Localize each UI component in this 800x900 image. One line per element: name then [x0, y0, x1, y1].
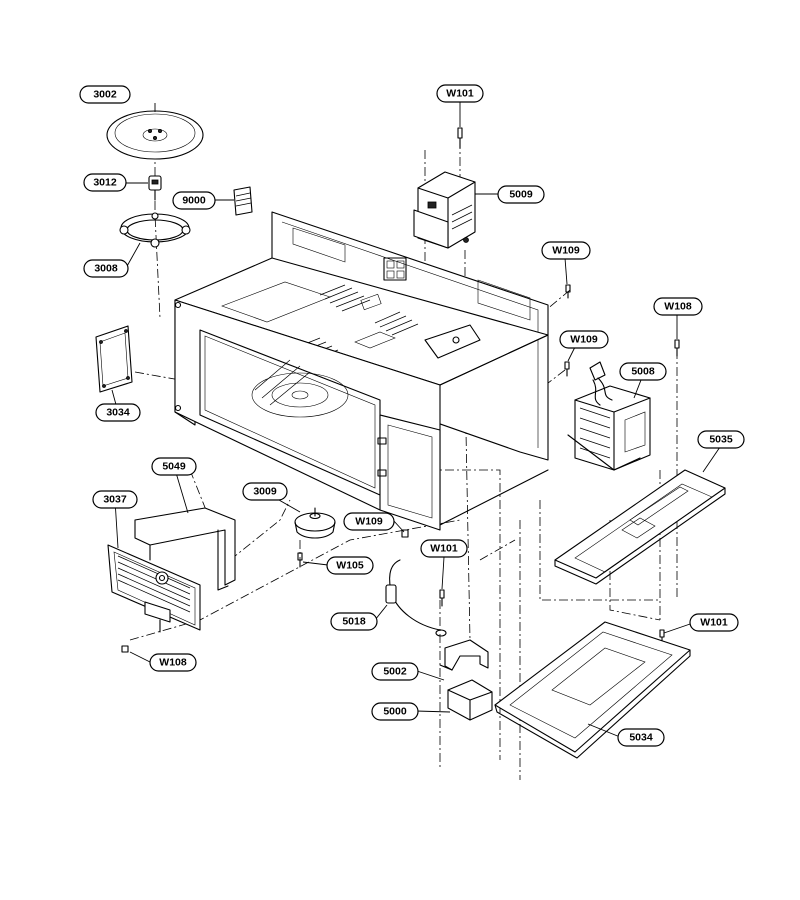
transformer-upper — [413, 171, 476, 249]
fan-bracket — [439, 639, 489, 671]
svg-text:W105: W105 — [336, 560, 364, 572]
callout-3008: 3008 — [83, 259, 129, 278]
svg-text:W109: W109 — [552, 245, 580, 257]
turntable-glass-tray — [106, 110, 204, 160]
callout-W108-right: W108 — [653, 297, 703, 316]
base-plate — [554, 469, 726, 585]
svg-text:5049: 5049 — [162, 461, 186, 473]
callout-5034: 5034 — [617, 728, 665, 747]
roller-ring — [119, 212, 191, 248]
bottom-plate — [494, 621, 691, 759]
callout-W101-top: W101 — [436, 84, 484, 103]
oven-cavity — [174, 211, 549, 531]
callout-5000: 5000 — [371, 702, 419, 721]
fan-motor — [447, 679, 493, 721]
svg-text:W109: W109 — [355, 516, 383, 528]
svg-text:3002: 3002 — [93, 89, 117, 101]
callout-labels: 3002 3012 9000 3008 3034 5049 3037 3009 … — [79, 84, 745, 747]
screws — [121, 127, 680, 653]
svg-text:5018: 5018 — [342, 616, 366, 628]
filter-part — [233, 186, 253, 216]
svg-text:5034: 5034 — [629, 732, 653, 744]
svg-text:W109: W109 — [570, 334, 598, 346]
callout-5002: 5002 — [371, 662, 419, 681]
svg-text:3034: 3034 — [106, 407, 130, 419]
turntable-coupler — [148, 175, 162, 201]
svg-text:5009: 5009 — [509, 189, 533, 201]
callout-9000: 9000 — [172, 191, 216, 210]
callout-W101-right: W101 — [689, 613, 739, 632]
svg-text:3009: 3009 — [253, 486, 277, 498]
svg-text:3008: 3008 — [94, 263, 118, 275]
svg-text:W101: W101 — [430, 543, 458, 555]
callout-W109-top: W109 — [541, 241, 591, 260]
svg-text:5000: 5000 — [383, 706, 407, 718]
callout-5009: 5009 — [497, 185, 545, 204]
callout-5049: 5049 — [151, 457, 197, 476]
callout-W101-mid: W101 — [420, 539, 468, 558]
svg-text:5002: 5002 — [383, 666, 407, 678]
callout-5018: 5018 — [330, 612, 378, 631]
callout-3012: 3012 — [83, 173, 127, 192]
callout-3009: 3009 — [242, 482, 288, 501]
callout-W108-left: W108 — [149, 653, 197, 672]
svg-text:3012: 3012 — [93, 177, 117, 189]
svg-text:9000: 9000 — [182, 195, 206, 207]
cover-plate — [95, 325, 133, 393]
callout-3037: 3037 — [92, 490, 138, 509]
svg-text:W108: W108 — [159, 657, 187, 669]
svg-text:W101: W101 — [700, 617, 728, 629]
svg-text:5008: 5008 — [631, 366, 655, 378]
control-bracket — [134, 507, 236, 591]
callout-3034: 3034 — [95, 403, 141, 422]
svg-text:W108: W108 — [664, 301, 692, 313]
svg-text:5035: 5035 — [709, 434, 733, 446]
callout-W109-bottom: W109 — [343, 512, 395, 531]
wire-harness — [385, 559, 447, 637]
svg-text:3037: 3037 — [103, 494, 127, 506]
callout-5035: 5035 — [697, 430, 745, 449]
callout-W105: W105 — [326, 556, 374, 575]
transformer-right — [567, 361, 651, 471]
turntable-motor — [294, 507, 336, 539]
callout-3002: 3002 — [79, 85, 131, 104]
callout-W109-mid: W109 — [559, 330, 609, 349]
callout-5008: 5008 — [619, 362, 667, 381]
control-panel — [107, 544, 201, 633]
svg-text:W101: W101 — [446, 88, 474, 100]
